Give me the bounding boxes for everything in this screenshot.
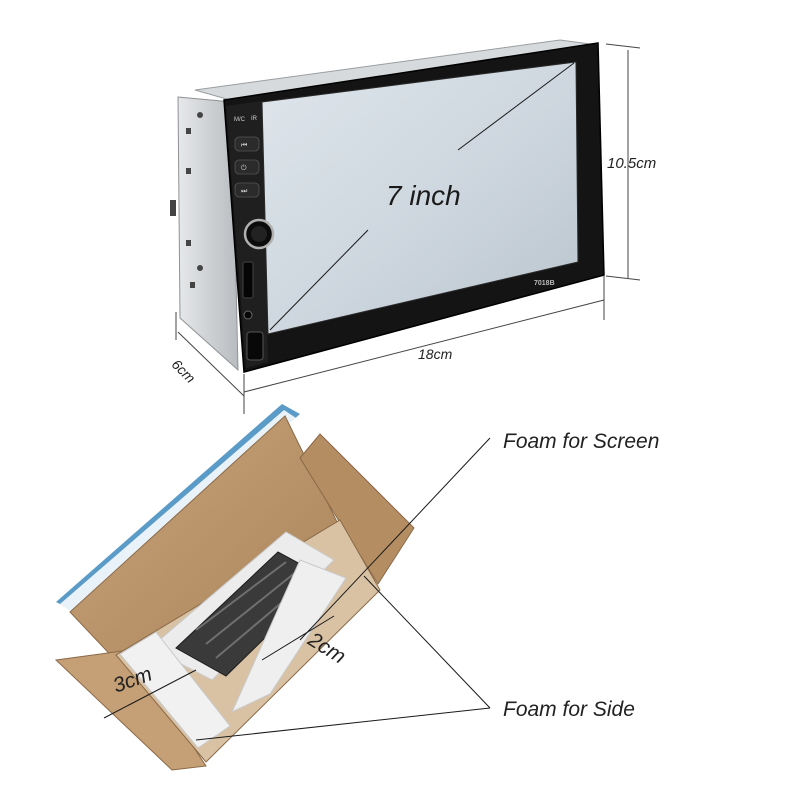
front-buttons [234,136,260,198]
packaging-callouts [103,437,491,741]
aux-jack [243,310,253,320]
model-label: 7018B [534,280,555,287]
button-label-ir: IR [251,116,258,122]
depth-dimension [175,312,245,397]
car-stereo: ⏮ ⏻ ⏭ M/C IR [170,39,605,373]
next-track-button [234,182,260,198]
foam-screen-label: Foam for Screen [503,430,660,453]
height-label: 10.5cm [607,155,657,172]
tf-card-slot [242,261,254,299]
width-dimension [243,276,605,414]
power-icon: ⏻ [241,164,247,172]
foam-side-block [119,631,231,749]
screen-size-label: 7 inch [386,180,461,211]
packaging-box [54,404,415,771]
usb-port [246,331,264,361]
stereo-chassis-side [177,96,239,372]
stereo-screen [261,61,579,335]
prev-track-icon: ⏮ [241,141,247,149]
prev-track-button [234,136,260,152]
diagonal-indicator [269,62,575,331]
button-label-mc: M/C [234,117,246,123]
foam-side-label: Foam for Side [503,698,635,721]
width-label: 18cm [418,346,453,362]
box-front-flap [54,649,207,771]
volume-knob-center [251,226,267,242]
power-mode-button [234,159,260,175]
next-track-icon: ⏭ [241,187,248,195]
chassis-holes [170,112,203,288]
foam-side-block-right [230,559,347,714]
height-dimension [605,43,641,281]
